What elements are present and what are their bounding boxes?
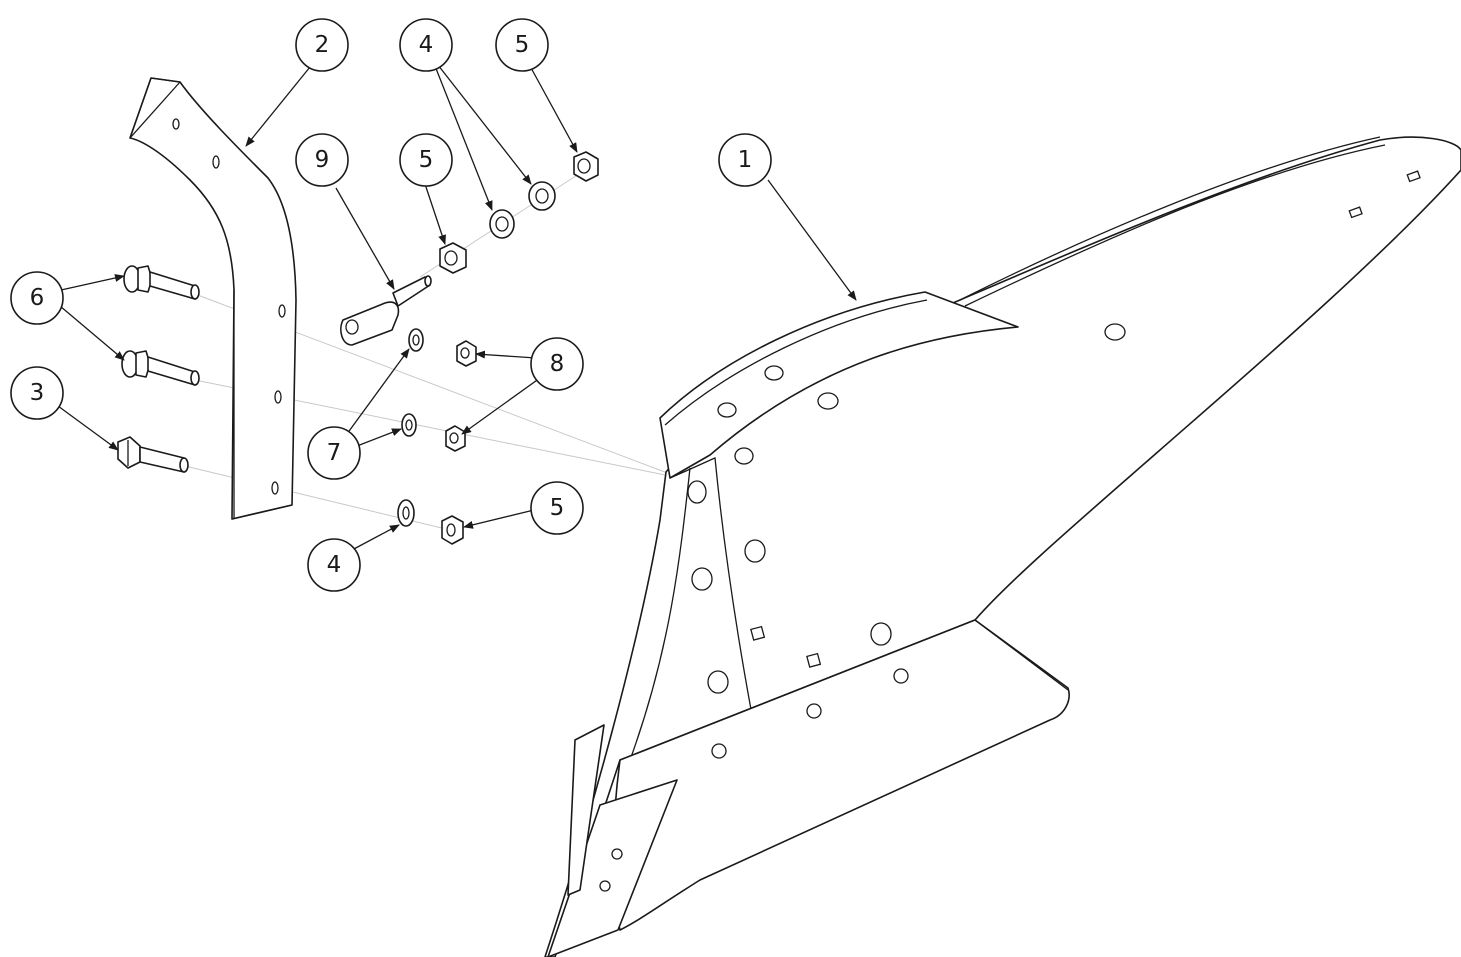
- bracket-part-2: [129, 77, 297, 520]
- balloon-item-2: 2: [295, 18, 349, 72]
- balloon-item-4-upper: 4: [399, 18, 453, 72]
- balloon-label: 9: [315, 147, 330, 173]
- moldboard-part-1: [544, 136, 1461, 957]
- balloon-label: 7: [327, 440, 342, 466]
- hex-bolt-part-3: [117, 436, 189, 473]
- balloon-label: 1: [738, 147, 753, 173]
- balloon-item-7: 7: [307, 426, 361, 480]
- balloon-label: 6: [30, 285, 45, 311]
- balloon-label: 8: [550, 351, 565, 377]
- hex-nut-middle-part-5: [439, 242, 467, 274]
- balloon-label: 2: [315, 32, 330, 58]
- flange-bolt-upper-part-6: [123, 265, 200, 300]
- leader-lines: [57, 64, 857, 551]
- flange-bolt-lower-part-6: [121, 350, 200, 386]
- balloon-label: 5: [550, 495, 565, 521]
- balloon-item-5-lower: 5: [530, 481, 584, 535]
- washer-upper-left-part-4: [489, 209, 515, 239]
- washer-upper-right-part-4: [528, 181, 556, 211]
- balloon-label: 5: [515, 32, 530, 58]
- washer-lower-part-7: [401, 413, 417, 437]
- balloon-item-6: 6: [10, 271, 64, 325]
- balloon-label: 5: [419, 147, 434, 173]
- balloon-label: 3: [30, 380, 45, 406]
- balloon-item-3: 3: [10, 366, 64, 420]
- balloon-item-8: 8: [530, 337, 584, 391]
- locknut-lower-part-8: [445, 425, 466, 452]
- balloon-item-4-lower: 4: [307, 538, 361, 592]
- washer-lower-part-4: [397, 499, 415, 527]
- balloon-item-1: 1: [718, 133, 772, 187]
- hex-nut-lower-part-5: [441, 515, 464, 545]
- locknut-upper-part-8: [456, 340, 477, 367]
- balloon-item-5-top: 5: [495, 18, 549, 72]
- balloon-label: 4: [327, 552, 342, 578]
- balloon-item-9: 9: [295, 133, 349, 187]
- balloon-item-5-middle: 5: [399, 133, 453, 187]
- washer-upper-part-7: [408, 328, 424, 352]
- link-pin-part-9: [340, 275, 432, 346]
- balloon-label: 4: [419, 32, 434, 58]
- hex-nut-top-part-5: [573, 151, 599, 182]
